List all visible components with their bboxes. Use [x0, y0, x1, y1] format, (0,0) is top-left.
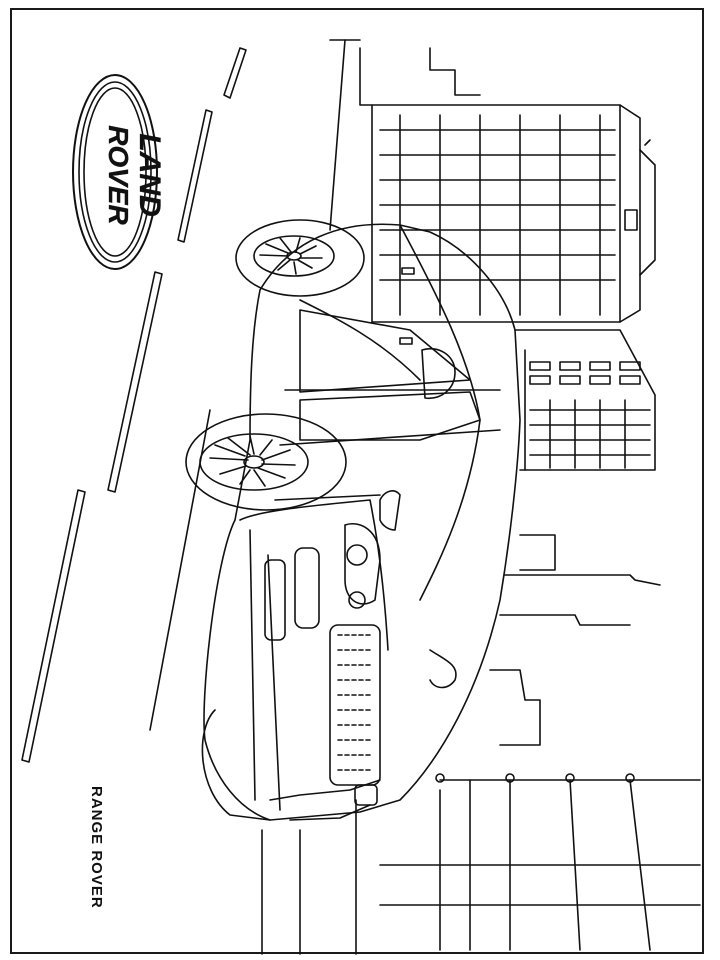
land-rover-logo-text: LAND ROVER [95, 110, 166, 240]
range-rover-car [204, 224, 520, 820]
front-left-wheel-arch [202, 650, 456, 820]
land-rover-logo [73, 75, 157, 269]
logo-line-rover: ROVER [103, 125, 134, 225]
page-border [10, 8, 704, 954]
street-lines [262, 40, 360, 954]
city-skyline [360, 48, 700, 950]
logo-line-land: LAND [133, 133, 166, 217]
front-wheel [186, 414, 346, 510]
rear-wheel [236, 220, 364, 296]
page-caption: RANGE ROVER [88, 786, 105, 909]
